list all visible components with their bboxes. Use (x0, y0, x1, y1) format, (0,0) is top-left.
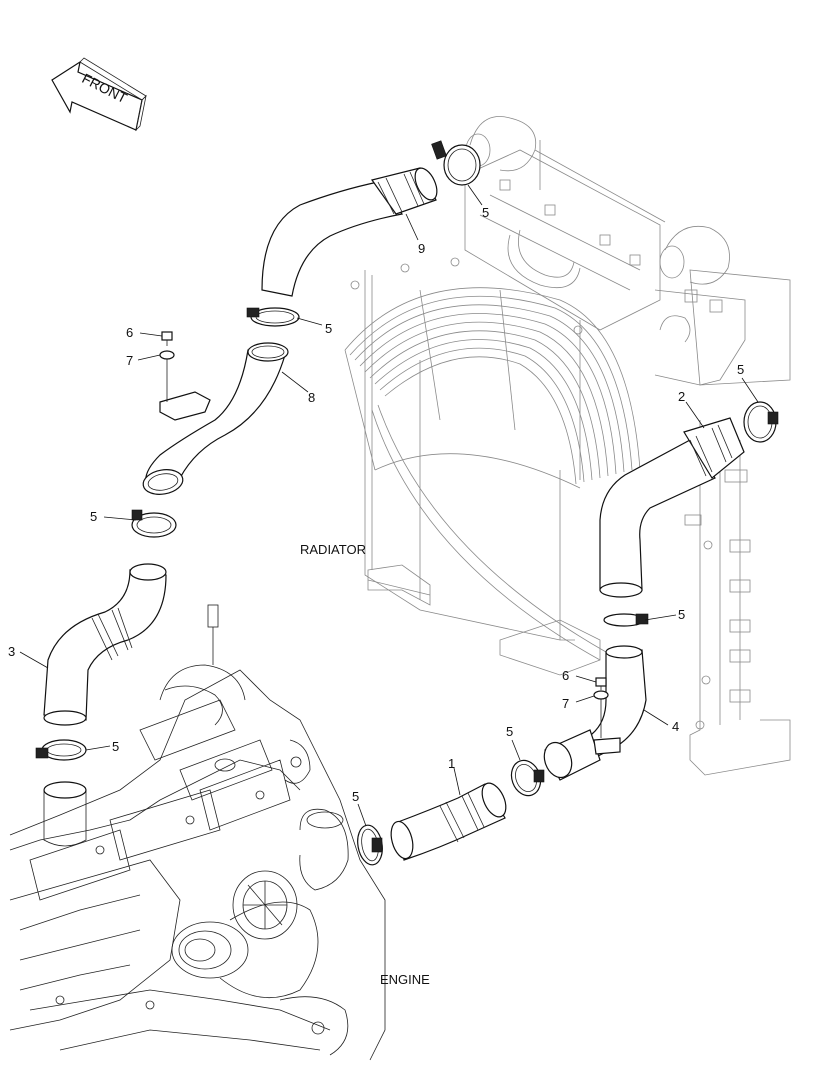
callout-1: 1 (448, 756, 455, 771)
bolt-6-upper (161, 331, 173, 346)
callout-6: 6 (562, 668, 569, 683)
hose-clamp-1-lower (357, 824, 383, 866)
callout-5: 5 (90, 509, 97, 524)
front-arrow-icon: FRONT (51, 57, 147, 132)
hose-9 (261, 167, 438, 297)
radiator-assembly (344, 116, 791, 776)
hose-3 (43, 563, 167, 726)
callouts: 9 5 5 6 7 8 5 3 5 5 2 5 6 7 4 5 1 5 (8, 205, 744, 804)
hose-2 (599, 417, 745, 598)
bolt-6-lower (595, 677, 607, 690)
callout-7: 7 (126, 353, 133, 368)
hose-8 (142, 342, 289, 495)
callout-5: 5 (112, 739, 119, 754)
callout-3: 3 (8, 644, 15, 659)
callout-5: 5 (325, 321, 332, 336)
leader-lines (19, 184, 759, 827)
hose-1 (390, 782, 507, 861)
engine-assembly (9, 604, 386, 1061)
hose-clamp-2-lower (603, 613, 649, 627)
hose-clamp-4-lower (510, 759, 545, 797)
hose-clamp-9-lower (246, 307, 300, 327)
washer-7-upper (159, 350, 175, 402)
callout-8: 8 (308, 390, 315, 405)
callout-4: 4 (672, 719, 679, 734)
hose-clamp-8-lower (131, 509, 177, 538)
washer-7-lower (593, 690, 609, 738)
hose-clamp-top (431, 140, 481, 186)
hose-clamp-3-lower (35, 739, 87, 761)
hose-clamp-2-upper (743, 401, 779, 443)
callout-2: 2 (678, 389, 685, 404)
callout-9: 9 (418, 241, 425, 256)
callout-7: 7 (562, 696, 569, 711)
callout-5: 5 (678, 607, 685, 622)
callout-5: 5 (352, 789, 359, 804)
radiator-label: RADIATOR (300, 542, 366, 557)
callout-5: 5 (737, 362, 744, 377)
callout-5: 5 (506, 724, 513, 739)
pipe-4 (543, 645, 647, 781)
callout-5: 5 (482, 205, 489, 220)
engine-label: ENGINE (380, 972, 430, 987)
callout-6: 6 (126, 325, 133, 340)
